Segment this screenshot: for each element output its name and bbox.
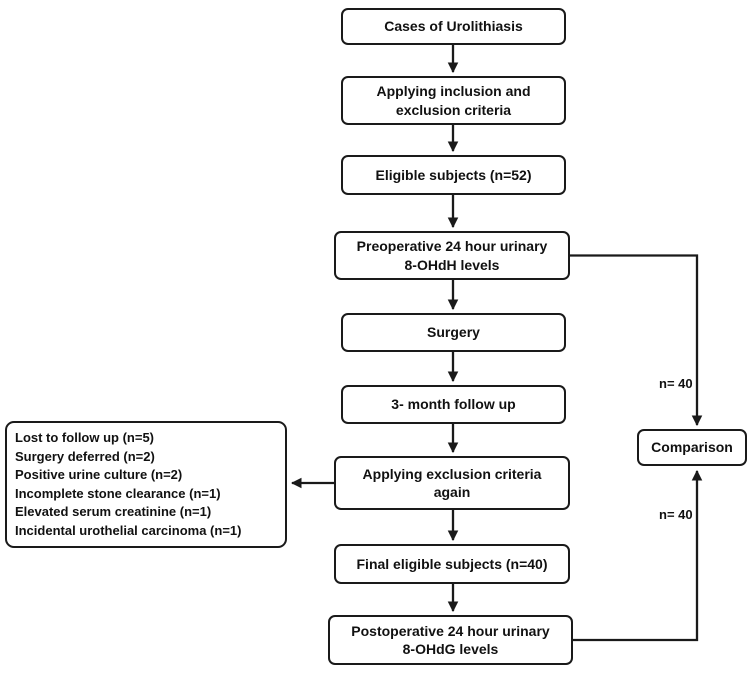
exclusion-item: Surgery deferred (n=2) [15,448,155,464]
node-label: Eligible subjects (n=52) [375,166,532,183]
node-cases-of-urolithiasis: Cases of Urolithiasis [341,8,566,45]
exclusion-item: Elevated serum creatinine (n=1) [15,504,212,519]
node-label: Applying inclusion and exclusion criteri… [376,83,531,118]
node-label: Comparison [651,439,733,456]
node-surgery: Surgery [341,313,566,352]
node-applying-inclusion-exclusion: Applying inclusion and exclusion criteri… [341,76,566,125]
node-final-eligible-subjects: Final eligible subjects (n=40) [334,544,570,584]
node-3-month-follow-up: 3- month follow up [341,385,566,424]
node-eligible-subjects: Eligible subjects (n=52) [341,155,566,195]
edge-label-n40-bottom: n= 40 [659,507,693,522]
edge-label-n40-top: n= 40 [659,376,693,391]
node-preoperative-8ohdh: Preoperative 24 hour urinary 8-OHdH leve… [334,231,570,280]
node-comparison: Comparison [637,429,747,466]
node-label: Preoperative 24 hour urinary 8-OHdH leve… [356,238,548,273]
node-postoperative-8ohdg: Postoperative 24 hour urinary 8-OHdG lev… [328,615,573,665]
node-label: Cases of Urolithiasis [384,18,523,35]
exclusion-item: Incidental urothelial carcinoma (n=1) [15,522,242,538]
node-applying-exclusion-again: Applying exclusion criteria again [334,456,570,510]
node-label: Final eligible subjects (n=40) [356,555,548,572]
node-label: Surgery [427,324,480,341]
node-label: Postoperative 24 hour urinary 8-OHdG lev… [351,622,550,657]
connector-postop-to-comparison [573,469,703,642]
exclusion-item: Incomplete stone clearance (n=1) [15,485,221,501]
node-label: 3- month follow up [391,396,516,413]
exclusions-box: Lost to follow up (n=5) Surgery deferred… [5,421,287,548]
node-label: Applying exclusion criteria again [362,465,542,500]
exclusion-item: Positive urine culture (n=2) [15,467,183,482]
exclusion-item: Lost to follow up (n=5) [15,430,155,445]
connector-preop-to-comparison [570,254,703,427]
